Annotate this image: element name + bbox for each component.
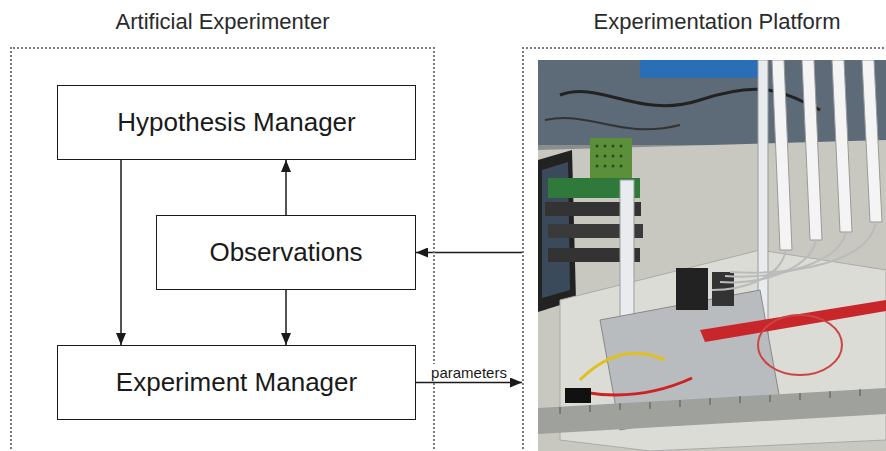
group-heading: Artificial Experimenter bbox=[12, 9, 433, 35]
system-group: Artificial ExperimenterHypothesis Manage… bbox=[10, 47, 435, 451]
box-label: Experiment Manager bbox=[116, 367, 357, 398]
box-label: Observations bbox=[209, 237, 362, 268]
arrow-connector bbox=[416, 382, 522, 384]
process-box: Hypothesis Manager bbox=[57, 85, 416, 160]
edge-label: parameters bbox=[429, 364, 509, 381]
process-box: Observations bbox=[156, 215, 416, 290]
platform-group: Experimentation Platform bbox=[522, 47, 886, 451]
group-heading: Experimentation Platform bbox=[524, 9, 886, 35]
process-box: Experiment Manager bbox=[57, 345, 416, 420]
photo-illustration bbox=[538, 60, 886, 451]
arrow-connector bbox=[416, 252, 522, 254]
arrow-connector bbox=[285, 290, 287, 345]
arrow-connector bbox=[285, 160, 287, 215]
box-label: Hypothesis Manager bbox=[117, 107, 355, 138]
arrow-connector bbox=[120, 160, 122, 345]
